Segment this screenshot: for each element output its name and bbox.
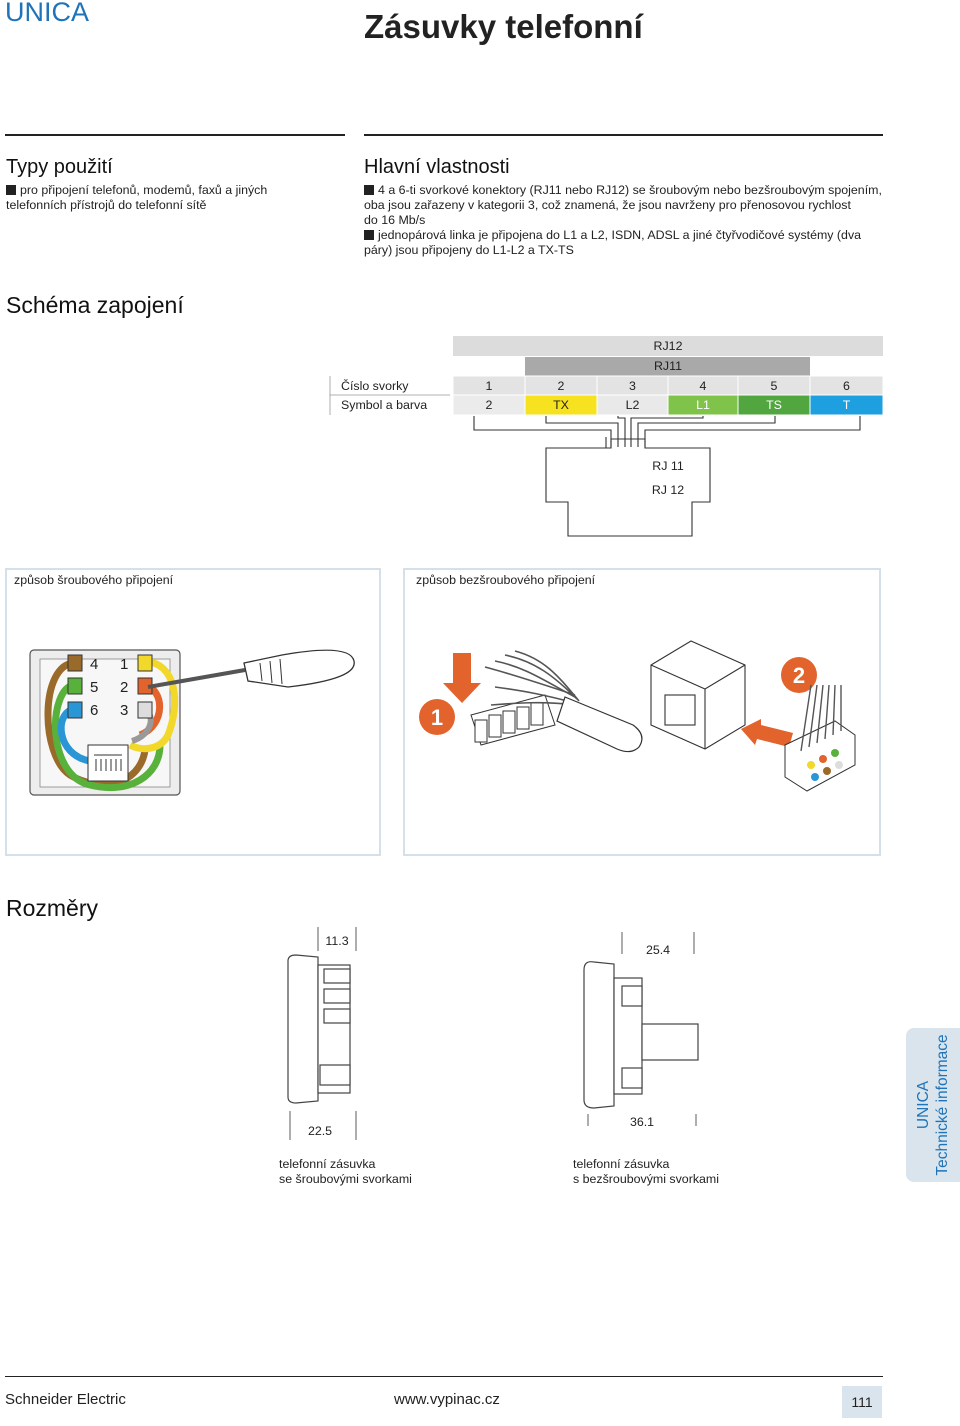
rj11-label: RJ11 [654, 359, 682, 373]
terminal-symbol: T [843, 398, 851, 412]
rj11-bar [525, 357, 810, 376]
terminal-2: 2 [120, 679, 128, 696]
dim-36-1: 36.1 [630, 1115, 654, 1129]
feature-1-line-2: oba jsou zařazeny v kategorii 3, což zna… [364, 198, 851, 212]
usage-line-1: pro připojení telefonů, modemů, faxů a j… [20, 183, 268, 197]
terminal-number: 1 [486, 379, 493, 393]
features-heading: Hlavní vlastnosti [364, 156, 510, 178]
usage-heading: Typy použití [6, 156, 113, 178]
terminal-number: 3 [629, 379, 636, 393]
wires [473, 416, 861, 447]
terminal-symbol: L1 [696, 398, 710, 412]
terminal-symbol: TS [766, 398, 782, 412]
symbol-color-label: Symbol a barva [341, 398, 427, 412]
push-down-arrow-icon [443, 653, 481, 703]
terminal-5: 5 [90, 679, 98, 696]
bullet-icon [364, 230, 374, 240]
screwless-method-box [403, 568, 881, 856]
side-tab-line-2: Technické informace [934, 1034, 951, 1176]
brand-logo: UNICA [5, 0, 90, 27]
terminal-symbol: TX [553, 398, 569, 412]
dim-22-5: 22.5 [308, 1124, 332, 1138]
step-2-number: 2 [793, 663, 805, 688]
terminal-number-label: Číslo svorky [341, 378, 409, 393]
terminal-4: 4 [90, 656, 98, 673]
terminal-symbol: 2 [486, 398, 493, 412]
step-2-badge: 2 [781, 657, 817, 693]
feature-2-line-1: jednopárová linka je připojena do L1 a L… [378, 228, 862, 242]
plug-label-rj11: RJ 11 [652, 459, 684, 473]
terminal-3: 3 [120, 702, 128, 719]
cable [556, 696, 643, 753]
features-text: 4 a 6-ti svorkové konektory (RJ11 nebo R… [364, 183, 904, 258]
screwless-terminal-illustration: 1 2 [419, 640, 856, 792]
caption-screwless-line-1: telefonní zásuvka [573, 1157, 670, 1171]
screw-method-box [5, 568, 381, 856]
side-tab-line-1: UNICA [915, 1080, 932, 1130]
terminal-6: 6 [90, 702, 98, 719]
feature-1-line-1: 4 a 6-ti svorkové konektory (RJ11 nebo R… [378, 183, 882, 197]
usage-text: pro připojení telefonů, modemů, faxů a j… [6, 183, 346, 213]
header-rule-left [5, 134, 345, 136]
footer-web-link[interactable]: www.vypinac.cz [394, 1391, 500, 1408]
rj12-bar [453, 336, 883, 356]
dimension-caption-screw: telefonní zásuvka se šroubovými svorkami [279, 1157, 412, 1187]
dim-25-4: 25.4 [646, 943, 670, 957]
usage-line-2: telefonních přístrojů do telefonní sítě [6, 198, 207, 212]
push-left-arrow-icon [741, 719, 793, 747]
terminal-color-cell [809, 394, 884, 416]
wiring-table-diagram: RJ12 RJ11 Číslo svorky Symbol a barva 1 2… [329, 336, 884, 537]
terminal-number: 5 [771, 379, 778, 393]
feature-1-line-3: do 16 Mb/s [364, 213, 426, 227]
caption-screw-line-1: telefonní zásuvka [279, 1157, 376, 1171]
screwless-method-label: způsob bezšroubového připojení [416, 573, 596, 587]
terminal-number: 2 [558, 379, 565, 393]
plug-label-rj12: RJ 12 [652, 483, 684, 497]
page-title: Zásuvky telefonní [364, 8, 643, 45]
step-1-number: 1 [431, 705, 443, 730]
page-number: 111 [842, 1386, 882, 1418]
caption-screwless-line-2: s bezšroubovými svorkami [573, 1172, 719, 1186]
bullet-icon [6, 185, 16, 195]
footer-company: Schneider Electric [5, 1391, 126, 1408]
section-side-tab: UNICA Technické informace [906, 1028, 960, 1182]
feature-2-line-2: páry) jsou připojeny do L1-L2 a TX-TS [364, 243, 574, 257]
screw-method-label: způsob šroubového připojení [14, 573, 174, 587]
caption-screw-line-2: se šroubovými svorkami [279, 1172, 412, 1186]
wiring-heading: Schéma zapojení [6, 292, 184, 318]
terminal-number: 4 [700, 379, 707, 393]
terminal-number: 6 [843, 379, 850, 393]
dimension-caption-screwless: telefonní zásuvka s bezšroubovými svorka… [573, 1157, 719, 1187]
rj-jack [87, 744, 129, 782]
step-1-badge: 1 [419, 699, 455, 735]
dimension-drawing-screw: 11.3 22.5 [287, 927, 357, 1140]
side-tab-text: UNICA Technické informace [914, 1034, 952, 1175]
dimension-drawing-screwless: 25.4 36.1 [583, 932, 699, 1129]
rj12-label: RJ12 [654, 339, 683, 353]
rj-plug-outline [545, 437, 711, 537]
header-rule-right [364, 134, 883, 136]
dimensions-heading: Rozměry [6, 895, 99, 921]
dim-11-3: 11.3 [325, 934, 348, 948]
bullet-icon [364, 185, 374, 195]
terminal-1: 1 [120, 656, 128, 673]
screwless-jack [650, 640, 746, 750]
screwdriver-icon [147, 649, 355, 689]
screw-terminal-illustration: 4 5 6 1 2 3 [29, 649, 355, 796]
terminal-symbol: L2 [626, 398, 640, 412]
footer-rule [5, 1376, 883, 1377]
